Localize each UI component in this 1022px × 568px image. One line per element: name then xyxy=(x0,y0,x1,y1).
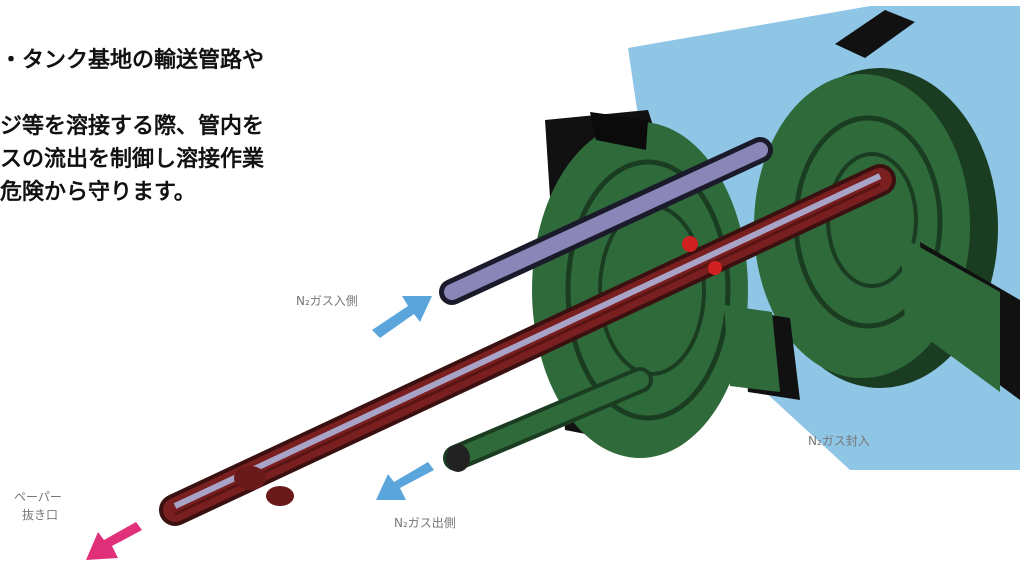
description-line-4: スの流出を制御し溶接作業 xyxy=(0,147,265,172)
paper-outlet-label-line-2: 抜き口 xyxy=(22,508,59,522)
rear-plug xyxy=(754,10,1020,400)
description-line-3: ジ等を溶接する際、管内を xyxy=(0,114,265,139)
paper-outlet-label-line-1: ペーパー xyxy=(14,490,62,504)
description-line-1: ・タンク基地の輸送管路や xyxy=(0,48,265,73)
inlet-arrow xyxy=(372,296,432,338)
inlet-tube xyxy=(439,137,773,305)
description-text: ・タンク基地の輸送管路や ジ等を溶接する際、管内を スの流出を制御し溶接作業 危… xyxy=(0,44,400,209)
inlet-label: N₂ガス入側 xyxy=(296,294,358,308)
sealed-label: N₂ガス封入 xyxy=(808,434,870,448)
central-rod xyxy=(159,164,896,526)
outlet-tube xyxy=(443,367,653,472)
paper-outlet-arrow xyxy=(86,522,142,560)
outlet-arrow xyxy=(376,462,434,500)
outlet-label: N₂ガス出側 xyxy=(394,516,456,530)
description-line-5: 危険から守ります。 xyxy=(0,180,196,205)
